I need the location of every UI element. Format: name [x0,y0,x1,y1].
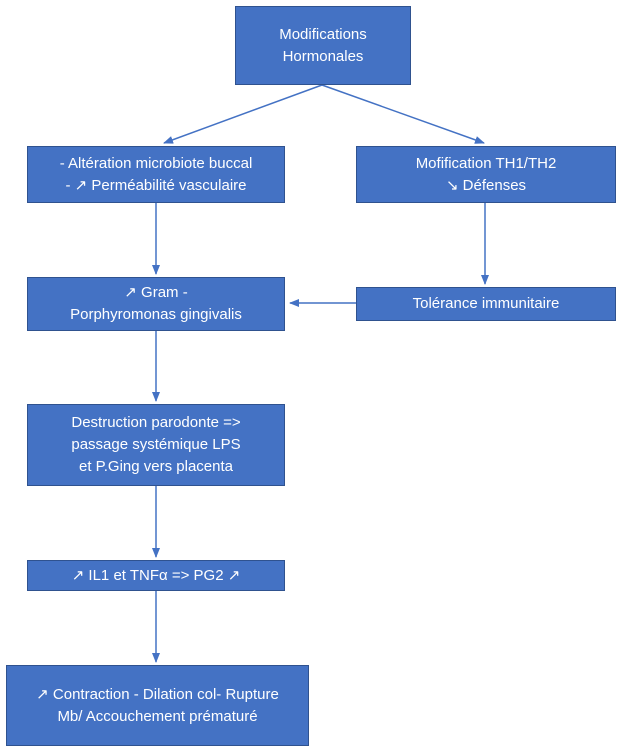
edge-hormonal-to-th1th2 [321,84,485,144]
node-line: Destruction parodonte => [71,414,241,431]
node-line: Hormonales [282,47,364,65]
node-line: Mb/ Accouchement prématuré [57,707,258,725]
node-line: Modifications [279,25,367,43]
node-line: ↗ Gram - [124,284,188,301]
node-line: Porphyromonas gingivalis [70,306,242,323]
node-line: Tolérance immunitaire [412,295,560,312]
node-contraction: ↗ Contraction - Dilation col- Rupture Mb… [6,665,309,746]
node-tolerance-immunitaire: Tolérance immunitaire [356,287,616,321]
node-modifications-hormonales: Modifications Hormonales [235,6,411,85]
node-microbiote: - Altération microbiote buccal - ↗ Permé… [27,146,285,203]
node-destruction-parodonte: Destruction parodonte => passage systémi… [27,404,285,486]
node-gram: ↗ Gram - Porphyromonas gingivalis [27,277,285,331]
node-line: passage systémique LPS [71,436,241,453]
node-line: - ↗ Perméabilité vasculaire [65,176,247,194]
node-line: ↗ IL1 et TNFα => PG2 ↗ [71,566,241,584]
node-line: ↘ Défenses [445,176,527,194]
edge-hormonal-to-microbiote [163,84,323,144]
node-il1-tnf: ↗ IL1 et TNFα => PG2 ↗ [27,560,285,591]
node-line: Mofification TH1/TH2 [415,154,557,172]
node-line: ↗ Contraction - Dilation col- Rupture [36,685,279,703]
node-line: et P.Ging vers placenta [79,458,233,475]
node-line: - Altération microbiote buccal [59,154,253,172]
node-th1-th2: Mofification TH1/TH2 ↘ Défenses [356,146,616,203]
